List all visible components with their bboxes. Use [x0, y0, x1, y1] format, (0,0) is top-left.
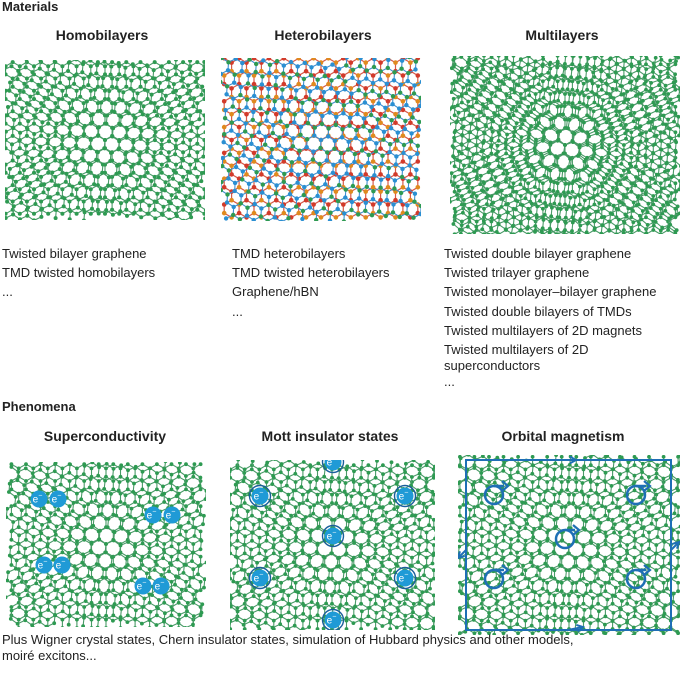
atom-set	[6, 462, 206, 627]
list-item: superconductors	[444, 358, 541, 374]
orbital-magnetism-lattice	[458, 455, 680, 635]
column-title-orbital-magnetism: Orbital magnetism	[501, 428, 625, 444]
electron-marker: e−	[393, 566, 417, 590]
lattice-layer-bottom	[9, 462, 203, 627]
list-item: ...	[2, 284, 13, 300]
current-loop-icon	[554, 524, 581, 550]
list-item: Twisted bilayer graphene	[2, 246, 147, 261]
list-item: Twisted double bilayers of TMDs	[444, 303, 632, 319]
electron-marker: e−	[134, 577, 152, 595]
heterobilayer-list: TMD heterobilayers TMD twisted heterobil…	[232, 244, 390, 321]
edge-arrow-icon	[567, 623, 586, 633]
footer-note: Plus Wigner crystal states, Chern insula…	[2, 632, 682, 664]
svg-text:e−: e−	[327, 614, 337, 627]
bond-network	[5, 60, 205, 220]
bond-network	[5, 61, 205, 215]
svg-text:e−: e−	[327, 460, 337, 469]
svg-text:e−: e−	[38, 559, 48, 572]
svg-text:e−: e−	[399, 572, 409, 585]
bond-network	[450, 56, 680, 234]
electron-marker: e−	[144, 506, 162, 524]
list-item: Twisted double bilayer graphene	[444, 246, 632, 261]
bond-network	[221, 58, 421, 221]
list-item: ...	[444, 374, 455, 390]
superconductivity-lattice: e− e− e− e− e− e− e− e−	[6, 462, 206, 627]
electron-marker: e−	[248, 566, 272, 590]
svg-text:e−: e−	[254, 490, 264, 503]
lattice-layer-top	[458, 455, 680, 635]
electron-marker: e−	[35, 556, 53, 574]
footer-line: Plus Wigner crystal states, Chern insula…	[2, 632, 574, 647]
edge-arrow-icon	[558, 455, 579, 465]
electron-marker: e−	[321, 524, 345, 548]
electron-marker: e−	[53, 556, 71, 574]
electron-marker: e−	[163, 506, 181, 524]
list-item: TMD twisted heterobilayers	[232, 265, 390, 281]
bond-network	[230, 460, 435, 630]
svg-text:e−: e−	[33, 493, 43, 506]
electron-marker: e−	[248, 484, 272, 508]
list-item: Graphene/hBN	[232, 284, 319, 300]
column-title-heterobilayers: Heterobilayers	[274, 27, 372, 43]
column-title-homobilayers: Homobilayers	[55, 27, 149, 43]
current-loop-icon	[483, 480, 510, 506]
list-item: TMD twisted homobilayers	[2, 265, 156, 281]
column-title-mott-insulator: Mott insulator states	[261, 428, 399, 444]
svg-text:e−: e−	[166, 509, 176, 522]
footer-line: moiré excitons...	[2, 648, 97, 663]
electron-marker: e−	[152, 577, 170, 595]
electron-marker: e−	[393, 484, 417, 508]
list-item: Twisted multilayers of 2D	[444, 342, 589, 358]
svg-text:e−: e−	[52, 493, 62, 506]
mott-insulator-lattice: e− e− e− e− e− e− e−	[230, 460, 435, 630]
section-title-materials: Materials	[2, 0, 59, 14]
atom-set	[9, 462, 203, 627]
svg-text:e−: e−	[147, 509, 157, 522]
list-item: ...	[232, 303, 243, 319]
multilayer-lattice	[450, 56, 680, 234]
section-title-phenomena: Phenomena	[2, 399, 76, 414]
current-loop-icon	[625, 480, 652, 506]
lattice-layer-top	[5, 60, 205, 220]
homobilayer-lattice	[5, 60, 205, 220]
electron-marker: e−	[49, 490, 67, 508]
multilayer-list: Twisted double bilayer graphene Twisted …	[444, 244, 656, 390]
atom-set	[5, 60, 205, 220]
atom-set	[450, 56, 680, 234]
heterobilayer-lattice	[221, 58, 421, 221]
edge-arrow-icon	[670, 540, 680, 551]
list-item: Twisted monolayer–bilayer graphene	[444, 284, 657, 300]
lattice-layer-3	[450, 56, 680, 234]
atom-set	[230, 460, 435, 630]
edge-arrow-icon	[458, 549, 467, 560]
list-item: Twisted multilayers of 2D magnets	[444, 322, 642, 338]
svg-text:e−: e−	[254, 572, 264, 585]
column-title-superconductivity: Superconductivity	[43, 428, 167, 444]
atom-set	[458, 455, 680, 635]
svg-text:e−: e−	[56, 559, 66, 572]
svg-text:e−: e−	[399, 490, 409, 503]
column-title-multilayers: Multilayers	[525, 27, 599, 43]
electron-marker: e−	[321, 608, 345, 630]
electron-marker: e−	[321, 460, 345, 474]
svg-text:e−: e−	[327, 530, 337, 543]
lattice-layer-top	[221, 58, 421, 221]
atom-set	[221, 58, 421, 221]
current-loop-icon	[625, 564, 652, 590]
homobilayer-list: Twisted bilayer graphene TMD twisted hom…	[2, 244, 155, 302]
lattice-layer-top	[6, 462, 206, 627]
lattice-layer-top	[230, 460, 435, 630]
svg-text:e−: e−	[137, 580, 147, 593]
bond-network	[458, 455, 680, 635]
electron-marker: e−	[30, 490, 48, 508]
list-item: TMD heterobilayers	[232, 246, 346, 261]
list-item: Twisted trilayer graphene	[444, 265, 590, 281]
svg-text:e−: e−	[155, 580, 165, 593]
current-loop-icon	[483, 564, 510, 590]
